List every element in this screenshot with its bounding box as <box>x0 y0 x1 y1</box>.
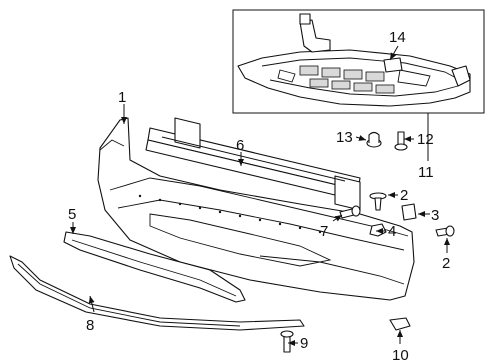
label-3: 3 <box>431 207 439 224</box>
label-4: 4 <box>388 223 396 240</box>
label-9: 9 <box>300 335 308 352</box>
label-8: 8 <box>86 317 94 334</box>
skid-plate <box>237 13 471 107</box>
callout-labels: 1 6 2 3 4 7 2 5 8 10 9 14 13 12 11 <box>68 29 450 360</box>
leader-lines <box>70 45 450 346</box>
label-10: 10 <box>392 347 409 360</box>
label-13: 13 <box>336 129 353 146</box>
label-14: 14 <box>389 29 406 46</box>
clip-10 <box>389 317 411 331</box>
grille-strip <box>63 231 246 303</box>
fastener-2-upper <box>369 192 387 211</box>
reinforcement-bar <box>145 117 361 211</box>
label-2-upper: 2 <box>400 187 408 204</box>
fastener-3 <box>401 203 417 221</box>
air-deflector <box>9 255 305 331</box>
bumper-fascia <box>97 117 415 301</box>
fastener-13 <box>366 131 382 148</box>
bolt-7 <box>339 205 361 219</box>
label-12: 12 <box>417 131 434 148</box>
label-11: 11 <box>418 164 434 181</box>
label-2-lower: 2 <box>442 255 450 272</box>
bolt-2-lower <box>435 225 455 237</box>
label-7: 7 <box>320 223 328 240</box>
label-5: 5 <box>68 206 76 223</box>
label-1: 1 <box>118 89 126 106</box>
label-6: 6 <box>236 137 244 154</box>
fastener-12 <box>394 131 408 151</box>
screw-9 <box>280 330 294 353</box>
